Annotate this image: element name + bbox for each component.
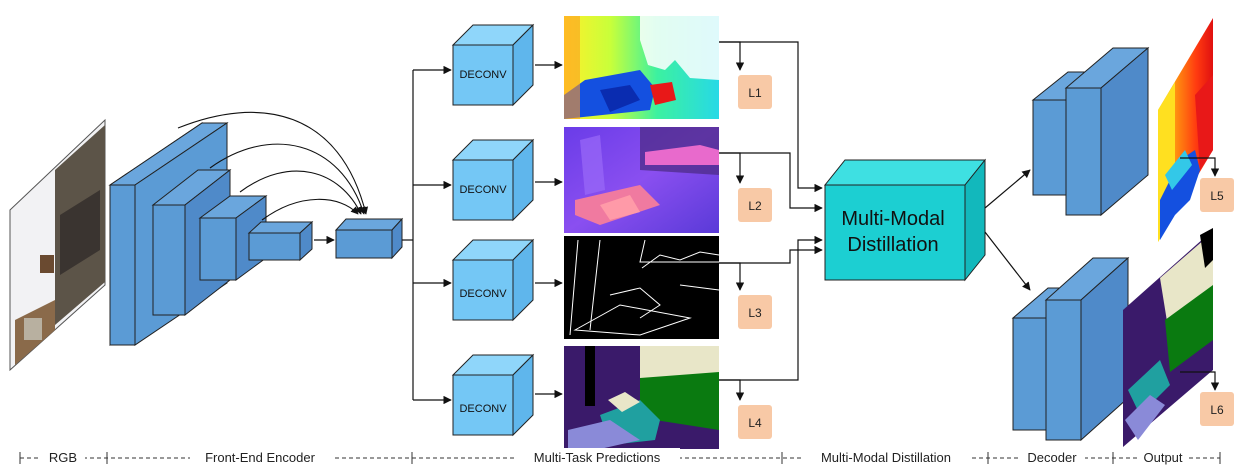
loss-box-l6: L6 xyxy=(1200,392,1234,426)
deconv-block-3: DECONV xyxy=(451,238,535,322)
deconv-block-4: DECONV xyxy=(451,353,535,437)
loss-box-l3: L3 xyxy=(738,295,772,329)
deconv-block-2: DECONV xyxy=(451,138,535,222)
prediction-outputs xyxy=(719,41,823,401)
deconv-label-1: DECONV xyxy=(459,69,507,81)
segmentation-output-image xyxy=(1123,228,1213,447)
loss-label-l1: L1 xyxy=(748,86,762,100)
stage-label-multi-task: Multi-Task Predictions xyxy=(534,450,661,465)
deconv-label-3: DECONV xyxy=(459,288,507,300)
multi-modal-distillation-block: Multi-Modal Distillation xyxy=(823,158,987,282)
distillation-to-decoder-arrows xyxy=(984,169,1031,291)
deconv-to-prediction-arrows xyxy=(535,60,563,399)
stage-axis: RGB Front-End Encoder Multi-Task Predict… xyxy=(19,448,1221,466)
rgb-input-image xyxy=(9,118,106,372)
depth-output-image xyxy=(1158,18,1213,242)
stage-label-rgb: RGB xyxy=(49,450,77,465)
loss-label-l4: L4 xyxy=(748,416,762,430)
loss-box-l2: L2 xyxy=(738,188,772,222)
segmentation-prediction-image xyxy=(564,346,719,449)
loss-box-l1: L1 xyxy=(738,75,772,109)
loss-label-l2: L2 xyxy=(748,199,762,213)
edges-prediction-image xyxy=(564,236,720,339)
stage-label-distillation: Multi-Modal Distillation xyxy=(821,450,951,465)
distillation-label-line1: Multi-Modal xyxy=(841,208,944,230)
loss-box-l4: L4 xyxy=(738,405,772,439)
deconv-block-1: DECONV xyxy=(451,23,535,107)
distillation-label-line2: Distillation xyxy=(847,234,938,256)
deconv-label-4: DECONV xyxy=(459,403,507,415)
loss-label-l3: L3 xyxy=(748,306,762,320)
normals-prediction-image xyxy=(564,127,719,233)
loss-label-l6: L6 xyxy=(1210,403,1224,417)
encoder-block-4 xyxy=(247,220,314,262)
output-to-loss-arrows xyxy=(1180,157,1220,391)
loss-box-l5: L5 xyxy=(1200,178,1234,212)
decoder-bottom xyxy=(1011,256,1130,442)
loss-label-l5: L5 xyxy=(1210,189,1224,203)
stage-label-encoder: Front-End Encoder xyxy=(205,450,316,465)
depth-prediction-image xyxy=(564,16,719,119)
decoder-top xyxy=(1031,46,1150,217)
bottleneck-block xyxy=(334,217,404,260)
stage-label-output: Output xyxy=(1143,450,1182,465)
fanout-connections xyxy=(402,65,452,405)
deconv-label-2: DECONV xyxy=(459,184,507,196)
skip-connections xyxy=(177,111,369,221)
stage-label-decoder: Decoder xyxy=(1027,450,1077,465)
